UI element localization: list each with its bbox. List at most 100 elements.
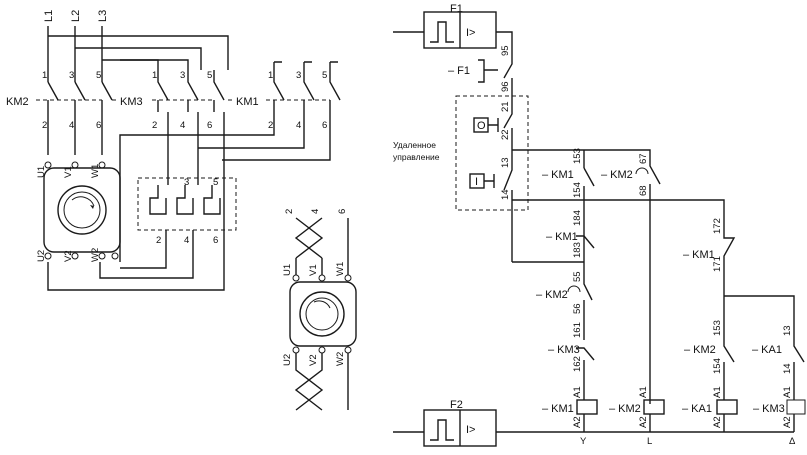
busbar-l1 [48, 35, 229, 70]
inset-term-6: 6 [337, 209, 348, 214]
km1-183: 183 [572, 242, 583, 258]
coil-km2 [643, 399, 665, 415]
wire-thermal-out-1 [120, 230, 167, 269]
km1-label: KM1 [236, 96, 259, 108]
busbar-l3 [102, 59, 159, 70]
km2-nc-label: – KM2 [536, 289, 568, 301]
coil-km1-mark: Y [580, 436, 587, 447]
km3-contact-1 [157, 70, 169, 112]
km2-term-2: 2 [42, 120, 47, 131]
km1-nc-label: – KM1 [546, 231, 578, 243]
coil-km3-a2: A2 [782, 416, 793, 428]
f1-term-95: 95 [500, 45, 511, 56]
thermal-term-4: 4 [184, 235, 189, 246]
f1-nc-contact [478, 58, 513, 96]
power-circuit: L1 L2 L3 1 3 5 KM2 2 4 6 1 [6, 10, 341, 291]
km3-161: 161 [572, 322, 583, 338]
km1-nc2-contact [723, 222, 736, 296]
ka1-13: 13 [782, 325, 793, 336]
terminal-v1 [71, 161, 79, 169]
f1-pulse-symbol [430, 21, 454, 43]
thermal-overload-relay: 3 5 2 4 6 [99, 177, 237, 279]
inset-w1: W1 [335, 262, 346, 276]
motor-v1: V1 [63, 166, 74, 178]
km1-nc2-label: – KM1 [683, 249, 715, 261]
km2-contact-2 [74, 81, 86, 112]
winding-inset: 2 4 6 U1 V1 W1 U2 V2 W2 [282, 209, 357, 411]
remote-term-22: 22 [500, 129, 511, 140]
km1-171: 171 [712, 256, 723, 272]
km3-term-4: 4 [180, 120, 185, 131]
heater-2 [176, 185, 194, 215]
f2-pulse-symbol [430, 419, 454, 441]
coil-km1-a1: A1 [572, 386, 583, 398]
inset-u1: U1 [282, 264, 293, 276]
remote-label-2: управление [393, 152, 440, 162]
km1-holding-label: – KM1 [542, 169, 574, 181]
line-label-l2: L2 [70, 10, 82, 22]
coil-km3-label: – KM3 [753, 403, 785, 415]
wire-km1-3 [222, 112, 331, 161]
coil-ka1-a2: A2 [712, 416, 723, 428]
thermal-term-2: 2 [156, 235, 161, 246]
km2-68: 68 [638, 185, 649, 196]
inset-term-2: 2 [284, 209, 295, 214]
control-bus-top [512, 149, 651, 155]
motor-w1: W1 [90, 164, 101, 178]
km3-term-3: 3 [180, 70, 185, 81]
km1-term-4: 4 [296, 120, 301, 131]
terminal-u1 [44, 161, 52, 169]
f1-relay-symbol: I> [466, 27, 475, 39]
km1-153: 153 [572, 148, 583, 164]
km2-no-contact [723, 336, 735, 400]
km1-term-6: 6 [322, 120, 327, 131]
start-button-symbol: I [475, 176, 478, 188]
terminal-w2-b [111, 252, 119, 260]
km2-contact-3 [101, 81, 113, 112]
motor-u2: U2 [36, 250, 47, 262]
inset-w2: W2 [335, 352, 346, 366]
wire-km1-1 [119, 112, 275, 262]
km2-term-3: 3 [69, 70, 74, 81]
km2-main-contacts: 1 3 5 KM2 2 4 6 [6, 70, 113, 131]
start-contact [484, 150, 513, 262]
inset-terminal-u1 [292, 274, 300, 282]
km2-154: 154 [712, 358, 723, 374]
km1-term-2: 2 [268, 120, 273, 131]
motor: U1 V1 W1 U2 V2 W2 [36, 161, 121, 262]
km3-term-2: 2 [152, 120, 157, 131]
motor-u1: U1 [36, 166, 47, 178]
f1-label: F1 [450, 3, 463, 15]
km1-term-3: 3 [296, 70, 301, 81]
coil-km1-a2: A2 [572, 416, 583, 428]
inset-motor-stator [299, 291, 345, 337]
km2-153: 153 [712, 320, 723, 336]
remote-term-21: 21 [500, 101, 511, 112]
km2-timed-label: – KM2 [601, 169, 633, 181]
km1-contact-2 [303, 62, 315, 112]
inset-terminal-v2 [318, 346, 326, 354]
ka1-no-contact [793, 340, 805, 400]
km2-label: KM2 [6, 96, 29, 108]
km2-term-1: 1 [42, 70, 47, 81]
coil-km1 [576, 399, 598, 415]
thermal-relay-box [137, 177, 237, 231]
stop-contact [488, 96, 513, 150]
bus-right [584, 199, 725, 222]
inset-term-4: 4 [310, 209, 321, 214]
km3-term-1: 1 [152, 70, 157, 81]
inset-v1: V1 [308, 264, 319, 276]
remote-control-box [455, 95, 529, 211]
wire-km1-2 [198, 112, 305, 149]
thermal-term-5: 5 [213, 177, 218, 188]
coil-km2-label: – KM2 [609, 403, 641, 415]
thermal-term-6: 6 [213, 235, 218, 246]
km2-feed [47, 70, 103, 82]
inset-motor-rotor [305, 297, 339, 331]
km3-contact-3 [213, 70, 225, 112]
km1-main-contacts: 1 3 5 KM1 2 4 6 [228, 61, 341, 131]
ka1-contact-label: – KA1 [752, 344, 782, 356]
km2-term-6: 6 [96, 120, 101, 131]
heater-3 [203, 185, 221, 215]
